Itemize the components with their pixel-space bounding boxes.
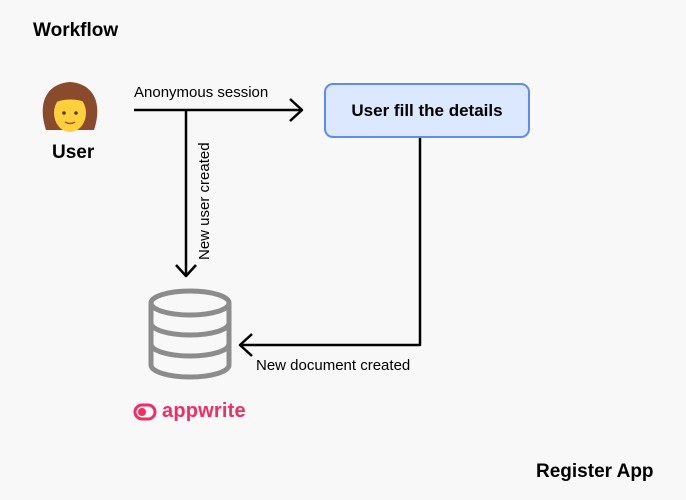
- edge-label-new-user-created: New user created: [196, 142, 213, 260]
- appwrite-wordmark: appwrite: [162, 400, 246, 422]
- edge-new-document-created: [238, 138, 422, 357]
- edge-label-new-document-created: New document created: [256, 357, 411, 374]
- edge-anonymous-session: [134, 98, 304, 122]
- process-node-label: User fill the details: [351, 100, 503, 120]
- edge-label-anonymous-session: Anonymous session: [134, 84, 269, 101]
- edge-new-user-created: [175, 110, 197, 278]
- footer-label: Register App: [536, 461, 654, 482]
- woman-icon: [42, 82, 98, 132]
- process-node: User fill the details: [324, 83, 530, 138]
- diagram-title: Workflow: [33, 20, 119, 41]
- appwrite-logo: appwrite: [132, 400, 246, 423]
- actor-label: User: [52, 142, 95, 163]
- database-icon: [148, 288, 232, 380]
- appwrite-mark-icon: [133, 403, 157, 420]
